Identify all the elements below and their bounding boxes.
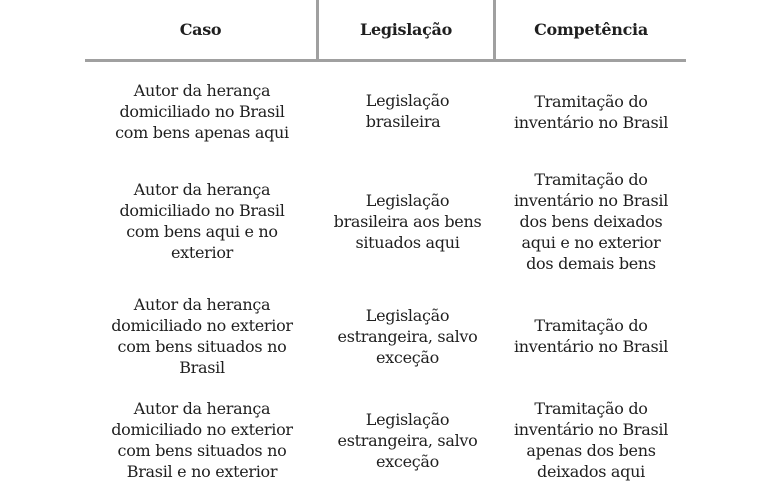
header-caso: Caso xyxy=(85,0,319,59)
inheritance-jurisdiction-table: Caso Legislação Competência Autor da her… xyxy=(85,0,686,484)
cell-competencia: Tramitação do inventário no Brasil xyxy=(496,282,686,390)
cell-competencia-text: Tramitação do inventário no Brasil xyxy=(513,91,669,132)
cell-legislacao: Legislação estrangeira, salvo exceção xyxy=(319,282,496,390)
table-header-row: Caso Legislação Competência xyxy=(85,0,686,62)
cell-legislacao: Legislação brasileira aos bens situados … xyxy=(319,160,496,282)
table-row: Autor da herança domiciliado no Brasil c… xyxy=(85,160,686,282)
cell-legislacao: Legislação estrangeira, salvo exceção xyxy=(319,390,496,484)
table-row: Autor da herança domiciliado no Brasil c… xyxy=(85,62,686,160)
cell-legislacao-text: Legislação estrangeira, salvo exceção xyxy=(337,305,478,367)
cell-competencia: Tramitação do inventário no Brasil dos b… xyxy=(496,160,686,282)
header-competencia-label: Competência xyxy=(534,20,648,39)
cell-legislacao-text: Legislação estrangeira, salvo exceção xyxy=(337,409,478,471)
table-row: Autor da herança domiciliado no exterior… xyxy=(85,282,686,390)
cell-competencia: Tramitação do inventário no Brasil apena… xyxy=(496,390,686,484)
cell-competencia-text: Tramitação do inventário no Brasil apena… xyxy=(513,399,669,481)
cell-competencia: Tramitação do inventário no Brasil xyxy=(496,62,686,160)
header-legislacao-label: Legislação xyxy=(360,20,452,39)
cell-competencia-text: Tramitação do inventário no Brasil dos b… xyxy=(513,169,669,273)
cell-caso-text: Autor da herança domiciliado no exterior… xyxy=(111,295,293,377)
cell-caso: Autor da herança domiciliado no Brasil c… xyxy=(85,62,319,160)
cell-legislacao-text: Legislação brasileira xyxy=(365,91,450,131)
header-legislacao: Legislação xyxy=(319,0,496,59)
header-competencia: Competência xyxy=(496,0,686,59)
header-caso-label: Caso xyxy=(179,20,222,39)
cell-legislacao-text: Legislação brasileira aos bens situados … xyxy=(333,190,482,252)
cell-caso: Autor da herança domiciliado no Brasil c… xyxy=(85,160,319,282)
cell-caso: Autor da herança domiciliado no exterior… xyxy=(85,282,319,390)
cell-caso-text: Autor da herança domiciliado no Brasil c… xyxy=(115,81,289,142)
cell-competencia-text: Tramitação do inventário no Brasil xyxy=(513,316,669,356)
cell-caso: Autor da herança domiciliado no exterior… xyxy=(85,390,319,484)
cell-caso-text: Autor da herança domiciliado no Brasil c… xyxy=(119,180,285,262)
cell-legislacao: Legislação brasileira xyxy=(319,62,496,160)
cell-caso-text: Autor da herança domiciliado no exterior… xyxy=(111,399,293,481)
table-row: Autor da herança domiciliado no exterior… xyxy=(85,390,686,484)
